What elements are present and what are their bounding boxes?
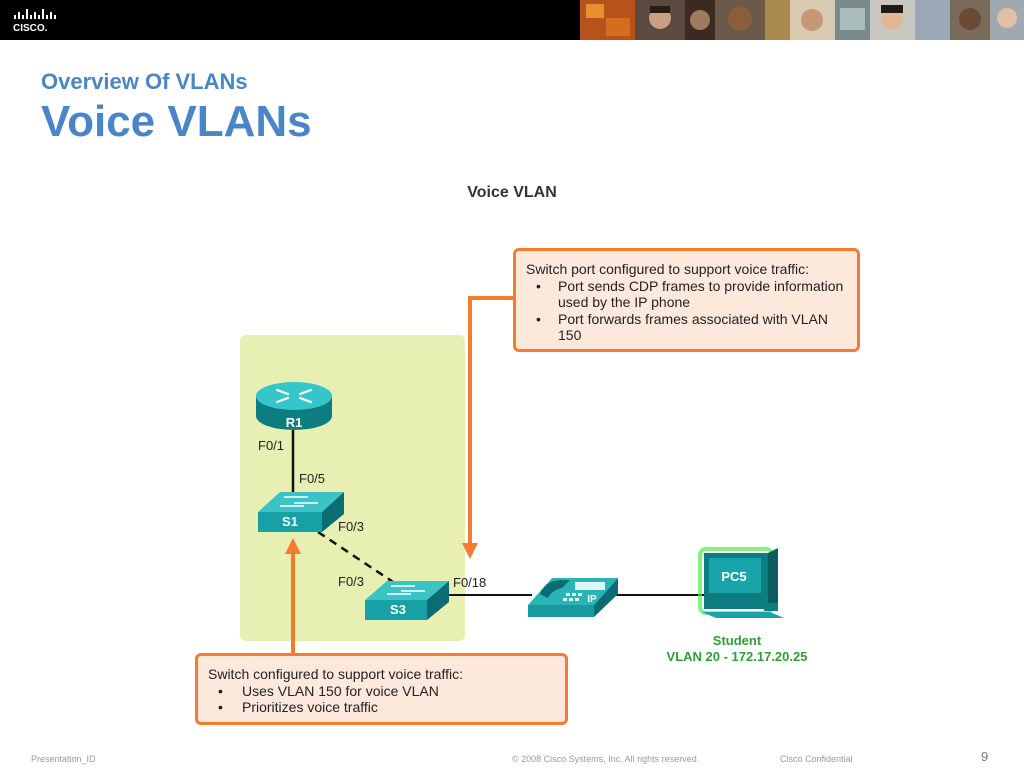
diagram-caption: Voice VLAN — [467, 184, 557, 201]
callout-heading: Switch port configured to support voice … — [526, 261, 809, 277]
callout-bullet: Prioritizes voice traffic — [208, 699, 555, 716]
people-photo-strip — [580, 0, 1024, 40]
student-name: Student — [713, 633, 762, 648]
callout-switch-voice: Switch configured to support voice traff… — [195, 653, 568, 725]
footer-copyright: © 2008 Cisco Systems, Inc. All rights re… — [512, 754, 700, 764]
svg-text:CISCO.: CISCO. — [13, 23, 48, 34]
slide-title: Voice VLANs — [41, 97, 312, 146]
port-label: F0/3 — [338, 574, 364, 589]
port-label: F0/18 — [453, 575, 486, 590]
footer-confidential: Cisco Confidential — [780, 754, 853, 764]
port-label: F0/3 — [338, 519, 364, 534]
phone-keypad-icon — [563, 593, 582, 601]
switch-arrows-icon — [280, 496, 318, 507]
switch-s1[interactable]: S1 — [258, 492, 344, 532]
ip-phone[interactable]: IP — [528, 578, 618, 617]
router-r1[interactable]: R1 — [256, 382, 332, 430]
pc-label: PC5 — [721, 569, 746, 584]
ip-phone-label: IP — [587, 594, 597, 605]
link-s1-s3 — [317, 530, 394, 584]
callout-switch-port-voice: Switch port configured to support voice … — [513, 248, 860, 352]
pc-pc5[interactable]: PC5 — [698, 547, 784, 618]
callout-bullet: Port sends CDP frames to provide informa… — [526, 278, 847, 311]
arrow-bottom-callout-to-s1 — [285, 538, 301, 655]
switch-s3-label: S3 — [390, 602, 406, 617]
header-bar: CISCO. — [0, 0, 1024, 40]
callout-bullet: Uses VLAN 150 for voice VLAN — [208, 683, 555, 700]
router-arrows-icon — [275, 388, 313, 404]
callout-heading: Switch configured to support voice traff… — [208, 666, 463, 682]
cisco-logo: CISCO. — [13, 9, 56, 34]
footer-presentation-id: Presentation_ID — [31, 754, 96, 764]
port-label: F0/1 — [258, 438, 284, 453]
switch-arrows-icon — [387, 585, 425, 595]
router-label: R1 — [286, 415, 303, 430]
switch-s1-label: S1 — [282, 514, 298, 529]
slide-supertitle: Overview Of VLANs — [41, 69, 248, 94]
callout-bullet: Port forwards frames associated with VLA… — [526, 311, 847, 344]
port-label: F0/5 — [299, 471, 325, 486]
switch-s3[interactable]: S3 — [365, 581, 449, 620]
student-vlan: VLAN 20 - 172.17.20.25 — [667, 649, 808, 664]
page-number: 9 — [981, 749, 989, 764]
arrow-top-callout-to-s3-port — [462, 296, 514, 559]
